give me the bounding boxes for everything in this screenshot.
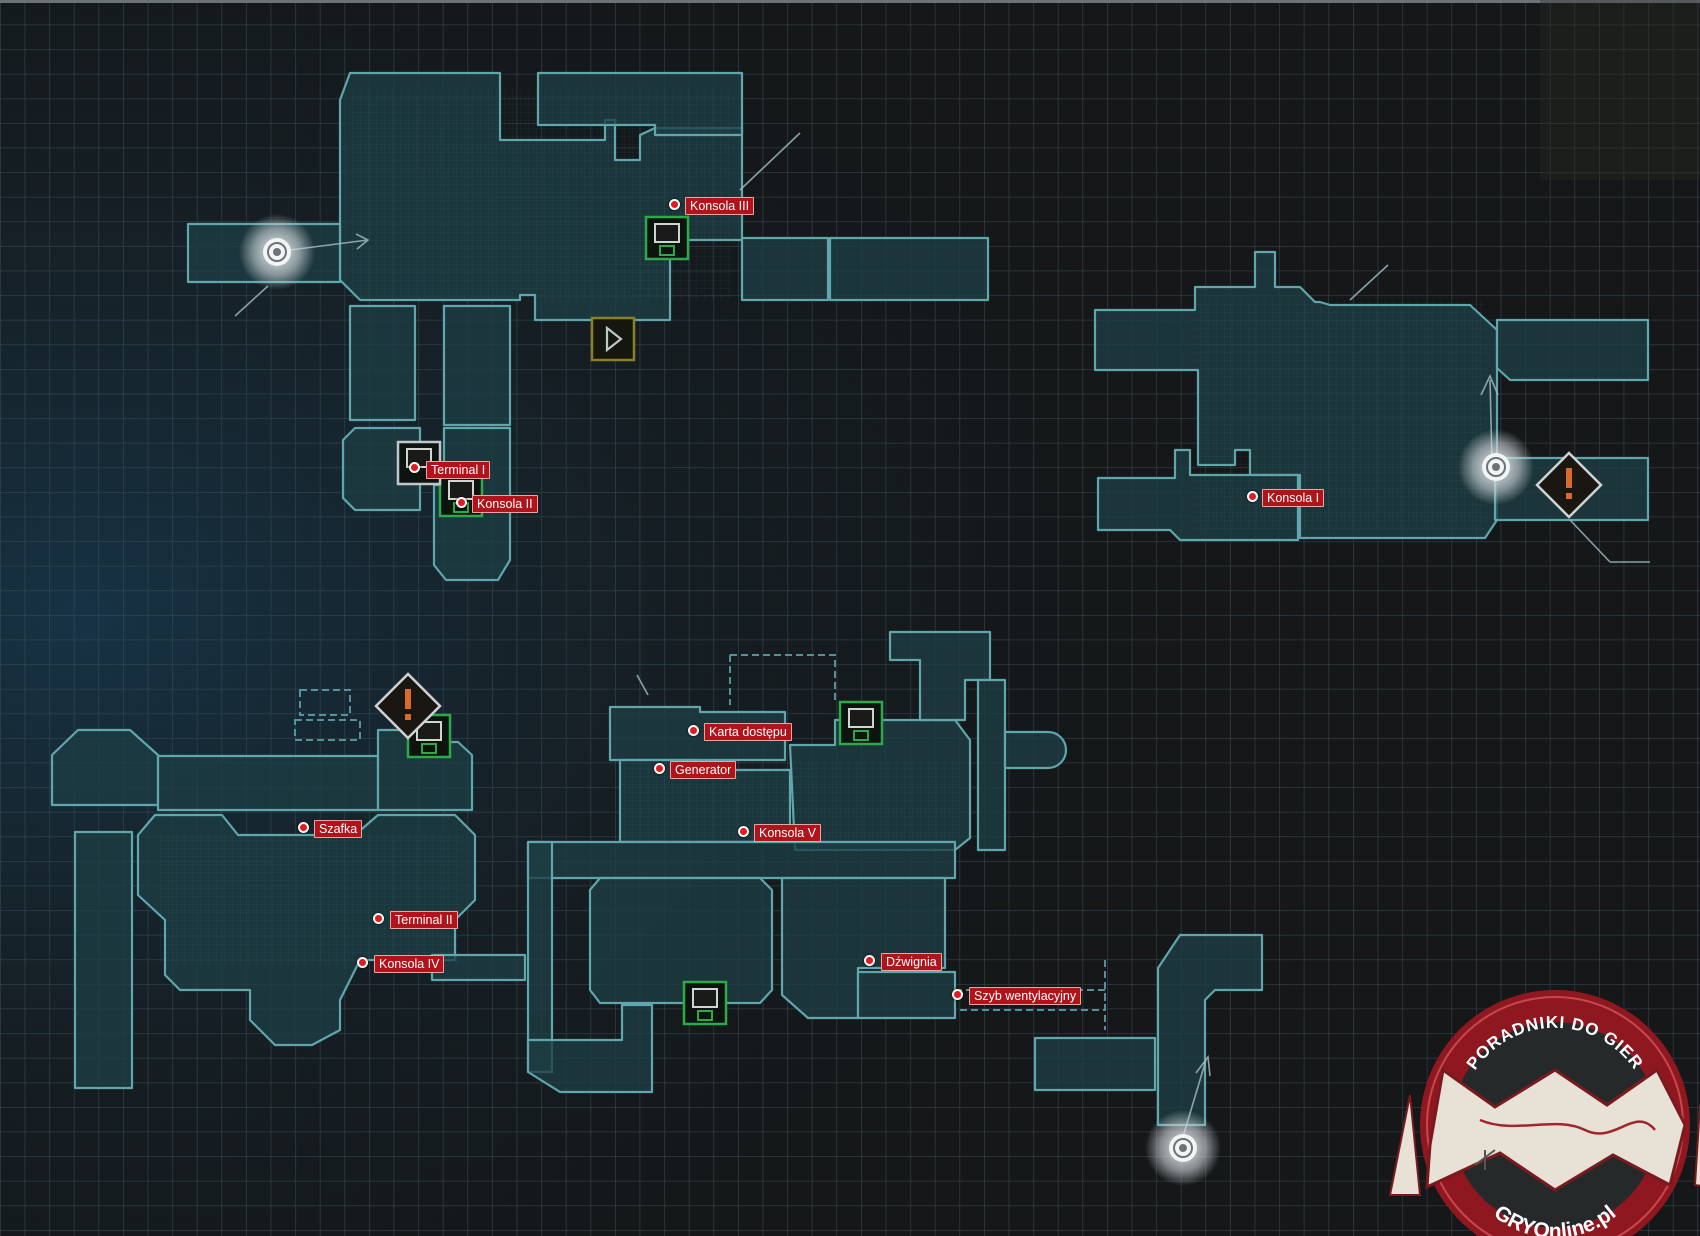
room-east-corridor-2 [828,236,990,302]
marker-dot[interactable] [654,763,665,774]
room-southeast-room [1033,1036,1157,1092]
room-vent-approach [856,970,957,1020]
warning-diamond-icon-1 [374,672,442,740]
room-north-loop [888,630,992,722]
entry-point-icon-east [1458,429,1534,505]
marker-label-konsola-v: Konsola V [754,824,821,842]
marker-dot[interactable] [373,913,384,924]
room-east-wing-north [1495,318,1650,382]
marker-dot[interactable] [738,826,749,837]
gryonline-watermark-logo: PORADNIKI DO GIER GRYOnline.pl [1388,990,1700,1236]
marker-label-konsola-i: Konsola I [1262,489,1325,507]
room-central-chamber-left [588,876,774,1005]
marker-label-terminal-i: Terminal I [426,461,491,479]
save-station-icon-3 [406,713,452,759]
marker-dot[interactable] [298,822,309,833]
room-central-corridor [526,840,957,880]
room-east-shaft [442,304,512,427]
marker-label-dzwignia: Dźwignia [881,953,942,971]
marker-label-szyb-wentylacyjny: Szyb wentylacyjny [969,987,1082,1005]
marker-label-konsola-iii: Konsola III [685,197,755,215]
marker-dot[interactable] [357,957,368,968]
marker-dot[interactable] [864,955,875,966]
room-east-corridor-1 [740,236,830,302]
marker-label-szafka: Szafka [314,820,363,838]
save-station-icon-1 [644,215,690,261]
warning-diamond-icon-2 [1535,451,1603,519]
room-west-long-corridor [156,754,380,812]
marker-label-konsola-iv: Konsola IV [374,955,445,973]
vent-corridor-north [729,654,836,705]
entry-point-icon-west [239,214,315,290]
marker-dot[interactable] [669,199,680,210]
save-station-icon-5 [682,980,728,1026]
marker-label-karta-dostepu: Karta dostępu [704,723,792,741]
marker-dot[interactable] [409,462,420,473]
marker-dot[interactable] [688,725,699,736]
marker-dot[interactable] [952,989,963,1000]
room-north-chimney [976,678,1007,852]
marker-dot[interactable] [1247,491,1258,502]
room-west-spine [73,830,134,1090]
room-central-west-shaft [526,840,554,1074]
vent-corridor-east [955,960,1106,1030]
save-station-icon-4 [838,700,884,746]
marker-dot[interactable] [456,497,467,508]
marker-label-terminal-ii: Terminal II [390,911,458,929]
room-dzwignia-chamber [780,876,947,1020]
room-rounded-stub [1003,730,1068,770]
marker-label-konsola-ii: Konsola II [472,495,538,513]
vent-corridor-west [294,689,361,741]
room-west-shaft [348,304,417,422]
room-west-octagon [50,728,160,807]
door-arrow-icon [590,316,636,362]
room-southwest-l [526,1003,654,1094]
marker-label-generator: Generator [670,761,737,779]
entry-point-icon-south [1145,1110,1221,1186]
